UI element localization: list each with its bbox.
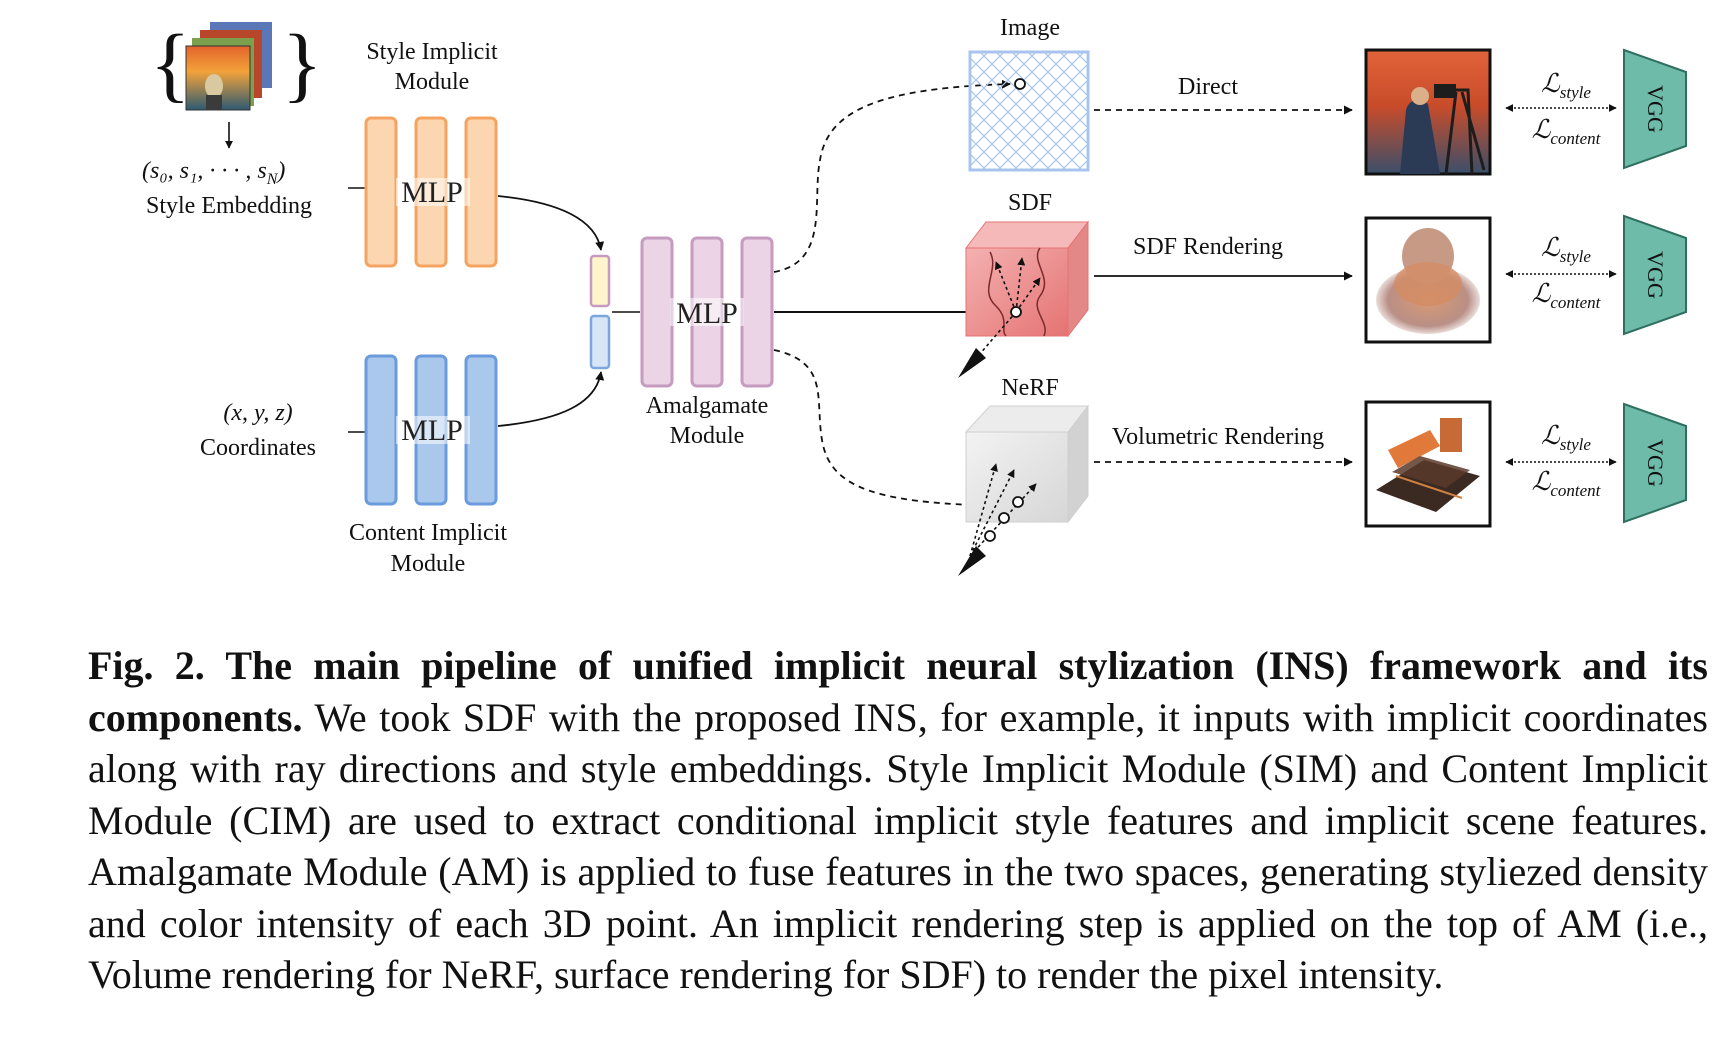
sdf-cube <box>964 220 1090 338</box>
svg-text:ℒstyle: ℒstyle <box>1541 69 1591 102</box>
nerf-title: NeRF <box>1001 375 1058 401</box>
image-title: Image <box>1000 15 1060 41</box>
style-embedding-math: (s₀, s₁, · · · , sN) <box>142 158 285 188</box>
volumetric-rendering-label: Volumetric Rendering <box>1112 424 1324 450</box>
caption-body: We took SDF with the proposed INS, for e… <box>88 694 1708 998</box>
nerf-rays <box>958 463 1037 576</box>
style-image-stack <box>185 22 272 111</box>
amalgamate-mlp-label: MLP <box>676 297 738 330</box>
style-module-title-2: Module <box>395 69 470 95</box>
svg-text:ℒcontent: ℒcontent <box>1532 279 1602 312</box>
sdf-title: SDF <box>1008 190 1052 216</box>
amalgamate-mlp: MLP <box>640 236 774 388</box>
sdf-rendering-label: SDF Rendering <box>1133 234 1283 260</box>
vgg-block-1: VGG <box>1623 48 1687 170</box>
branch-to-nerf <box>773 349 1011 511</box>
svg-text:VGG: VGG <box>1643 251 1668 299</box>
brace-left: { <box>150 18 190 111</box>
vgg-block-3: VGG <box>1623 402 1687 524</box>
vgg-block-2: VGG <box>1623 214 1687 336</box>
coordinates-math: (x, y, z) <box>223 400 292 426</box>
image-grid <box>968 50 1090 172</box>
content-mlp: MLP <box>364 354 498 506</box>
svg-text:VGG: VGG <box>1643 85 1668 133</box>
loss-group-1: ℒstyle ℒcontent <box>1505 69 1617 148</box>
content-mlp-label: MLP <box>401 414 463 447</box>
svg-text:ℒcontent: ℒcontent <box>1532 115 1602 148</box>
loss-group-3: ℒstyle ℒcontent <box>1505 421 1617 500</box>
svg-text:VGG: VGG <box>1643 439 1668 487</box>
style-to-feature-arrow <box>497 195 605 251</box>
amalgamate-title: Amalgamate <box>646 393 769 419</box>
caption-title: Fig. 2. The main pipeline of unified imp… <box>88 643 1708 740</box>
image-sample-point <box>1014 78 1026 90</box>
pipeline-diagram: { } (s₀, s₁, · · · , sN) Style Embedding… <box>142 15 1687 577</box>
nerf-cube <box>964 404 1090 524</box>
sdf-rays <box>958 257 1041 378</box>
branch-to-image <box>773 79 1011 273</box>
style-mlp-label: MLP <box>401 176 463 209</box>
svg-text:ℒcontent: ℒcontent <box>1532 467 1602 500</box>
loss-group-2: ℒstyle ℒcontent <box>1505 233 1617 312</box>
output-image-nerf <box>1364 400 1492 528</box>
output-image-direct <box>1364 48 1492 176</box>
svg-text:ℒstyle: ℒstyle <box>1541 421 1591 454</box>
figure-caption: Fig. 2. The main pipeline of unified imp… <box>88 640 1708 1001</box>
content-module-title-2: Module <box>391 551 466 577</box>
style-mlp: MLP <box>364 116 498 268</box>
content-feature-vector <box>589 314 611 370</box>
amalgamate-title-2: Module <box>670 423 745 449</box>
style-embedding-label: Style Embedding <box>146 193 312 219</box>
svg-text:ℒstyle: ℒstyle <box>1541 233 1591 266</box>
content-to-feature-arrow <box>497 371 605 427</box>
coordinates-label: Coordinates <box>200 435 316 461</box>
style-module-title: Style Implicit <box>366 39 498 65</box>
style-feature-vector <box>589 254 611 308</box>
output-image-sdf <box>1364 216 1492 344</box>
direct-label: Direct <box>1178 74 1238 100</box>
brace-right: } <box>282 18 322 111</box>
content-module-title: Content Implicit <box>349 520 507 546</box>
